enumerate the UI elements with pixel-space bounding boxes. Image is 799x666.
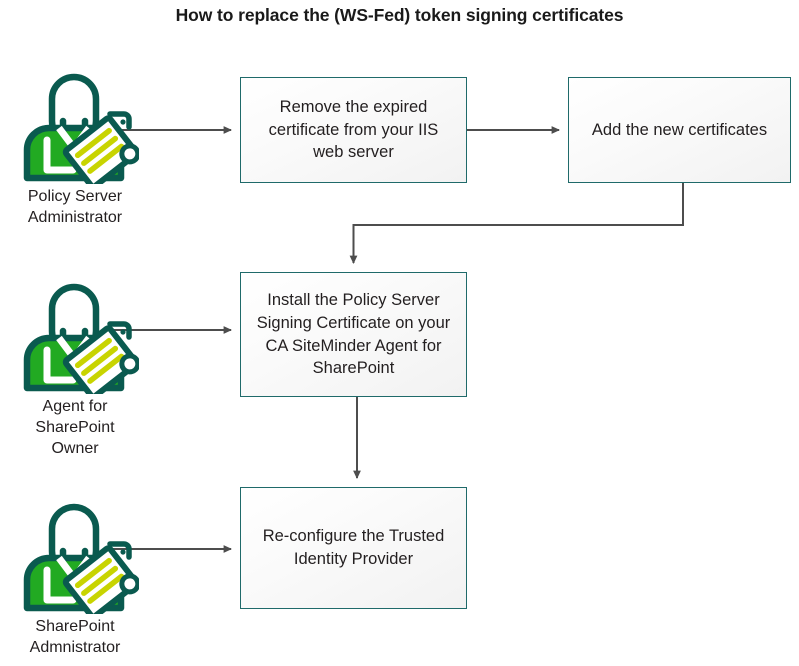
process-box-label: Install the Policy Server Signing Certif… (256, 290, 451, 378)
actor-policy-server-administrator: Policy Server Administrator (0, 66, 150, 228)
diagram-title: How to replace the (WS-Fed) token signin… (175, 5, 624, 25)
person-with-certificate-icon (11, 276, 141, 400)
process-box-label: Re-configure the Trusted Identity Provid… (262, 527, 445, 568)
process-box-label: Add the new certificates (591, 120, 768, 139)
actor-label: Agent for SharePoint Owner (35, 398, 115, 458)
process-box-label: Remove the expired certificate from your… (268, 97, 439, 162)
actor-label: SharePoint Admnistrator (29, 618, 121, 657)
actor-agent-for-sharepoint-owner: Agent for SharePoint Owner (0, 276, 150, 459)
actor-sharepoint-administrator: SharePoint Admnistrator (0, 496, 150, 658)
process-box-reconfigure[interactable]: Re-configure the Trusted Identity Provid… (240, 487, 467, 609)
process-box-add-cert[interactable]: Add the new certificates (568, 77, 791, 183)
person-with-certificate-icon (11, 66, 141, 190)
person-with-certificate-icon (11, 496, 141, 620)
process-box-install-cert[interactable]: Install the Policy Server Signing Certif… (240, 272, 467, 397)
actor-label: Policy Server Administrator (27, 188, 123, 227)
connector-add-cert-to-install-cert (349, 183, 684, 264)
process-box-remove-cert[interactable]: Remove the expired certificate from your… (240, 77, 467, 183)
